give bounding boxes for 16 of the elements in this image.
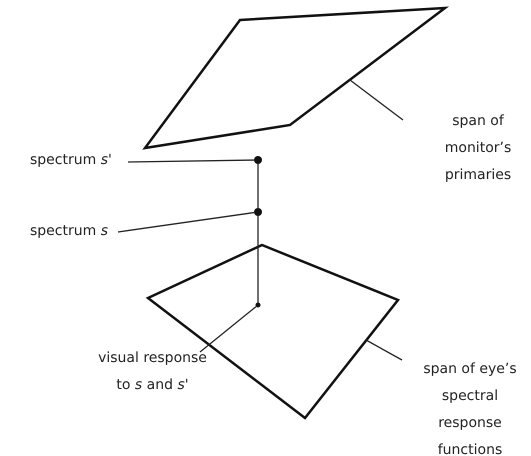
projection-line bbox=[257, 164, 259, 208]
lower-plane bbox=[146, 244, 400, 420]
callout-label: spectrum s' bbox=[30, 151, 113, 170]
callout-label: span of eye’s spectral response functions bbox=[422, 360, 518, 456]
leader-line bbox=[366, 339, 402, 361]
leader-line bbox=[118, 212, 254, 233]
point bbox=[254, 156, 262, 164]
point bbox=[256, 302, 260, 308]
callout-label: visual response to s and s' bbox=[97, 349, 208, 395]
leader-line bbox=[350, 79, 404, 121]
leader-line bbox=[128, 159, 254, 163]
callout-label: span of monitor’s primaries bbox=[444, 112, 512, 185]
projection-line bbox=[257, 216, 259, 302]
leader-line bbox=[200, 306, 256, 352]
point bbox=[254, 208, 262, 216]
callout-label: spectrum s bbox=[30, 222, 109, 241]
